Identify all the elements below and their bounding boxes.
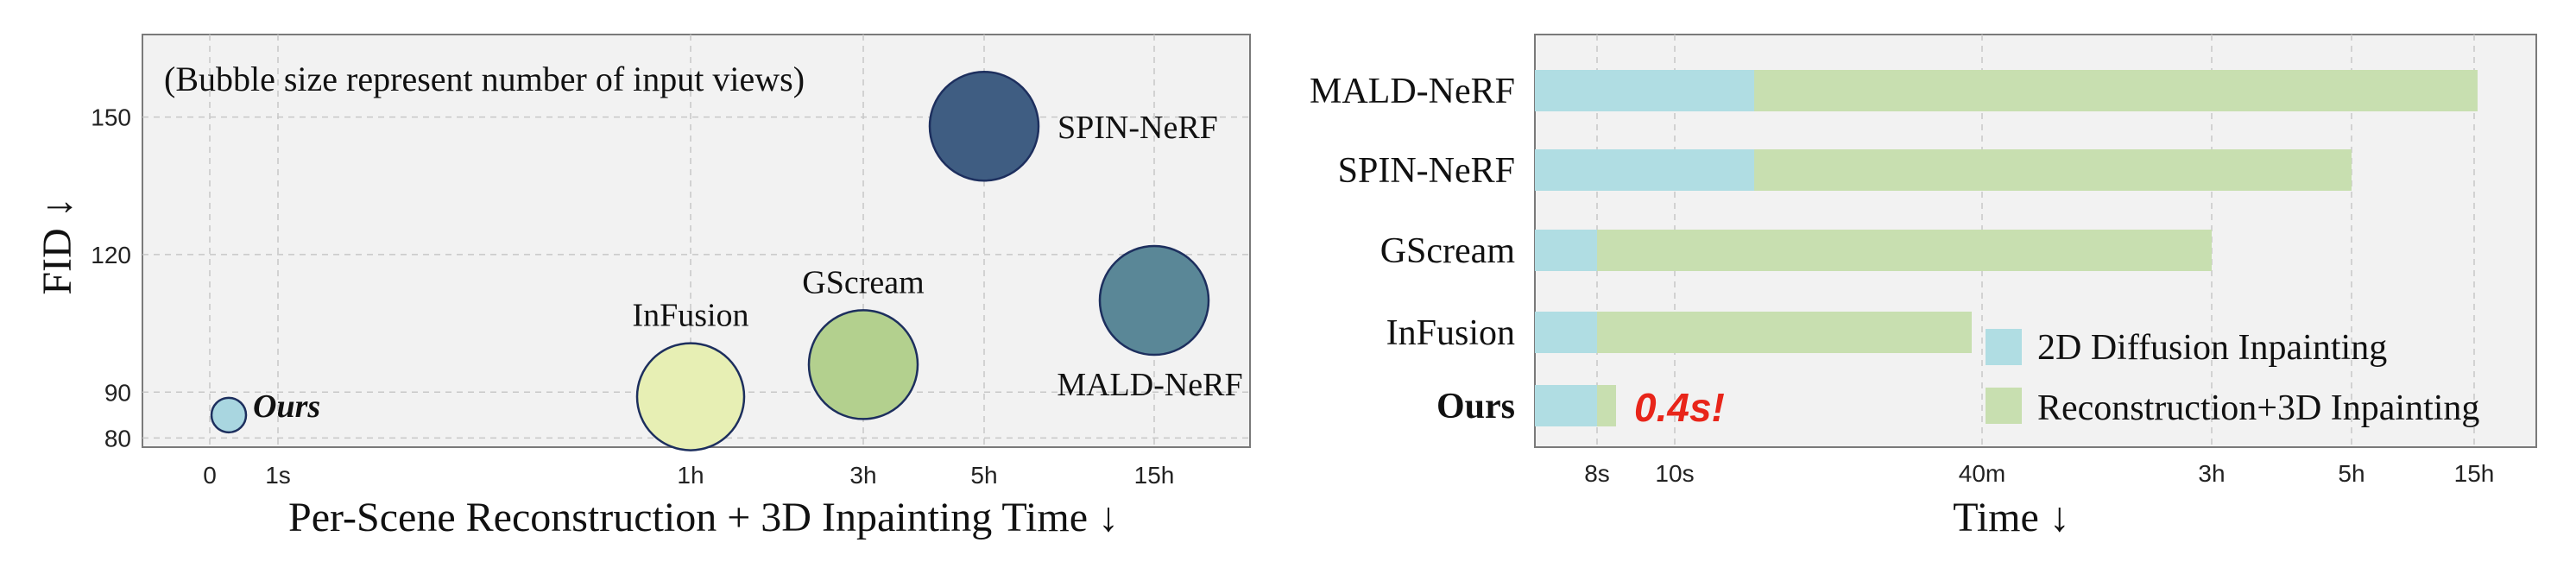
bubble-infusion	[635, 342, 746, 451]
bar-legend: 2D Diffusion Inpainting Reconstruction+3…	[1986, 328, 2479, 428]
bar-category-mald-nerf: MALD-NeRF	[1310, 72, 1515, 111]
bar-reconstruction-gscream	[1597, 230, 2212, 271]
bubble-label-mald-nerf: MALD-NeRF	[1057, 367, 1242, 403]
bar-diffusion-ours	[1535, 385, 1597, 426]
bar-category-infusion: InFusion	[1386, 313, 1515, 353]
bubble-x-tick-label: 1s	[265, 462, 291, 489]
bubble-x-tick-label: 5h	[970, 462, 997, 489]
bar-category-gscream: GScream	[1380, 231, 1516, 271]
bubble-y-tick-label: 90	[104, 379, 131, 406]
bubble-note: (Bubble size represent number of input v…	[164, 60, 805, 98]
bar-x-tick-label: 3h	[2198, 460, 2225, 487]
bubble-label-infusion: InFusion	[632, 298, 748, 334]
bubble-y-axis-label: FID ↓	[35, 197, 80, 294]
bubble-label-gscream: GScream	[802, 264, 924, 300]
bubble-x-tick-label: 0	[203, 462, 217, 489]
bubble-mald-nerf	[1098, 244, 1210, 357]
bar-x-tick-label: 5h	[2338, 460, 2364, 487]
bubble-y-ticks: 80 90 120 150	[91, 104, 131, 452]
bar-diffusion-spin-nerf	[1535, 149, 1754, 191]
bar-diffusion-mald-nerf	[1535, 70, 1754, 111]
legend-label-diffusion: 2D Diffusion Inpainting	[2037, 328, 2387, 368]
bar-x-tick-label: 15h	[2454, 460, 2495, 487]
bubble-x-ticks: 0 1s 1h 3h 5h 15h	[203, 462, 1174, 489]
bar-reconstruction-ours	[1597, 385, 1616, 426]
bubble-y-tick-label: 120	[91, 242, 131, 268]
bubble-ours	[210, 396, 248, 434]
legend-label-reconstruction: Reconstruction+3D Inpainting	[2037, 388, 2479, 428]
bubble-x-axis-label: Per-Scene Reconstruction + 3D Inpainting…	[288, 495, 1119, 540]
bar-category-ours: Ours	[1436, 387, 1515, 426]
bar-diffusion-infusion	[1535, 312, 1597, 353]
bar-x-ticks: 8s 10s 40m 3h 5h 15h	[1584, 460, 2494, 487]
bar-x-tick-label: 40m	[1959, 460, 2005, 487]
bar-diffusion-gscream	[1535, 230, 1597, 271]
legend-swatch-reconstruction	[1986, 388, 2022, 424]
bubble-x-tick-label: 15h	[1134, 462, 1175, 489]
bar-annotation: 0.4s!	[1634, 385, 1725, 430]
bubble-label-spin-nerf: SPIN-NeRF	[1058, 110, 1218, 146]
bubbles: Ours InFusion GScream SPIN-NeRF MALD-NeRF	[210, 70, 1243, 451]
bubble-x-tick-label: 3h	[849, 462, 876, 489]
bar-x-tick-label: 10s	[1655, 460, 1694, 487]
bubble-spin-nerf	[928, 70, 1040, 182]
bar-reconstruction-spin-nerf	[1754, 149, 2352, 191]
bubble-chart: 80 90 120 150 0 1s 1h 3h 5h 15h Ours InFusion GScr…	[35, 34, 1251, 540]
bubble-label-ours: Ours	[253, 388, 320, 425]
bar-x-tick-label: 8s	[1584, 460, 1610, 487]
legend-swatch-diffusion	[1986, 329, 2022, 365]
bubble-x-tick-label: 1h	[677, 462, 704, 489]
bubble-y-tick-label: 150	[91, 104, 131, 131]
bar-category-spin-nerf: SPIN-NeRF	[1338, 151, 1515, 191]
bubble-y-tick-label: 80	[104, 425, 131, 451]
bubble-gscream	[807, 309, 919, 420]
bar-x-axis-label: Time ↓	[1953, 495, 2070, 540]
bar-reconstruction-mald-nerf	[1754, 70, 2478, 111]
bar-reconstruction-infusion	[1597, 312, 1972, 353]
bars	[1535, 70, 2478, 426]
